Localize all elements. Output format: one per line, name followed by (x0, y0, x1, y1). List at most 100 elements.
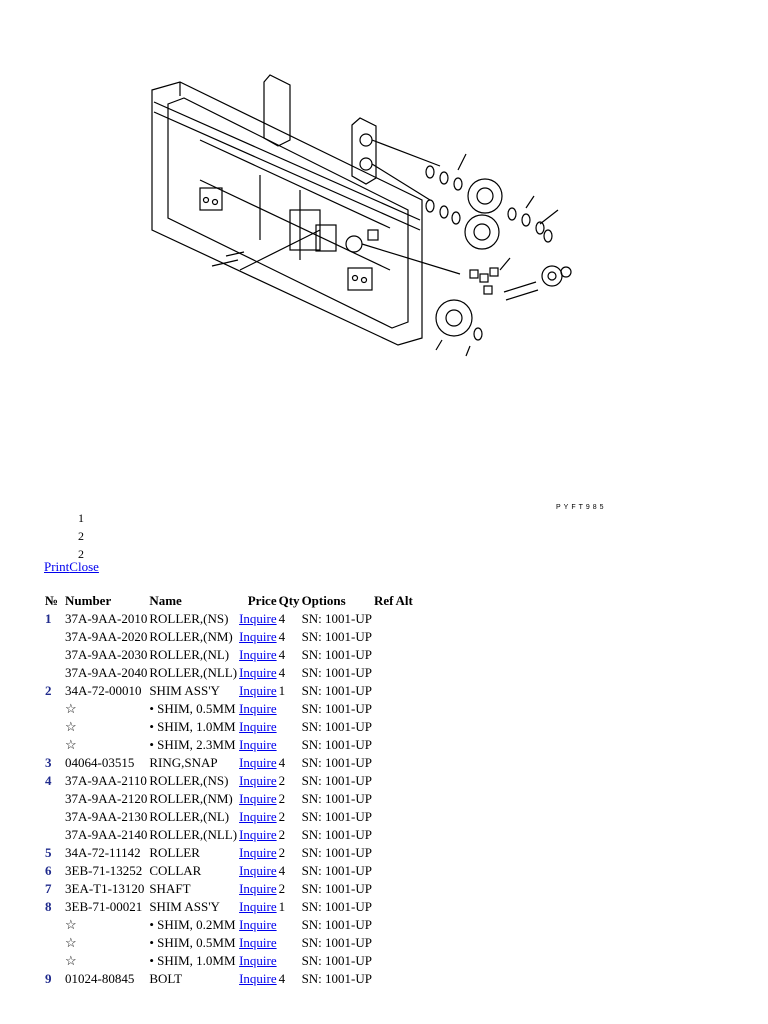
part-number: 37A-9AA-2120 (65, 791, 148, 806)
options: SN: 1001-UP (301, 701, 372, 716)
inquire-link[interactable]: Inquire (239, 773, 277, 788)
print-link[interactable]: Print (44, 559, 70, 574)
alt (395, 916, 414, 934)
item-number (44, 790, 64, 808)
part-number: 37A-9AA-2010 (65, 611, 148, 626)
options: SN: 1001-UP (301, 881, 372, 896)
item-number (44, 664, 64, 682)
item-number: 9 (45, 971, 52, 986)
ref (373, 754, 395, 772)
inquire-link[interactable]: Inquire (239, 881, 277, 896)
quantity (278, 700, 301, 718)
inquire-link[interactable]: Inquire (239, 665, 277, 680)
part-name: BOLT (149, 971, 183, 986)
inquire-link[interactable]: Inquire (239, 629, 277, 644)
options: SN: 1001-UP (301, 755, 372, 770)
part-name: • SHIM, 2.3MM (149, 737, 236, 752)
quantity: 4 (278, 611, 286, 626)
alt (395, 898, 414, 916)
quantity (278, 916, 301, 934)
inquire-link[interactable]: Inquire (239, 809, 277, 824)
inquire-link[interactable]: Inquire (239, 701, 277, 716)
callout-list: 1 2 2 (78, 510, 84, 564)
part-name: ROLLER,(NS) (149, 611, 229, 626)
inquire-link[interactable]: Inquire (239, 737, 277, 752)
part-name: ROLLER,(NM) (149, 791, 233, 806)
action-links: PrintClose (44, 559, 99, 575)
alt (395, 844, 414, 862)
options: SN: 1001-UP (301, 683, 372, 698)
quantity: 4 (278, 863, 286, 878)
ref (373, 808, 395, 826)
part-number: 37A-9AA-2140 (65, 827, 148, 842)
item-number: 6 (45, 863, 52, 878)
part-number: 01024-80845 (65, 971, 135, 986)
options: SN: 1001-UP (301, 917, 372, 932)
item-number (44, 628, 64, 646)
part-number: 37A-9AA-2130 (65, 809, 148, 824)
inquire-link[interactable]: Inquire (239, 827, 277, 842)
inquire-link[interactable]: Inquire (239, 683, 277, 698)
item-number (44, 718, 64, 736)
options: SN: 1001-UP (301, 935, 372, 950)
inquire-link[interactable]: Inquire (239, 953, 277, 968)
inquire-link[interactable]: Inquire (239, 647, 277, 662)
alt (395, 862, 414, 880)
item-number (44, 646, 64, 664)
part-number: 34A-72-00010 (65, 683, 142, 698)
item-number: 2 (45, 683, 52, 698)
inquire-link[interactable]: Inquire (239, 755, 277, 770)
close-link[interactable]: Close (69, 559, 99, 574)
header-qty: Qty (278, 593, 300, 608)
options: SN: 1001-UP (301, 827, 372, 842)
callout-number: 1 (78, 511, 84, 525)
inquire-link[interactable]: Inquire (239, 611, 277, 626)
alt (395, 610, 414, 628)
part-number: ☆ (65, 935, 77, 950)
inquire-link[interactable]: Inquire (239, 845, 277, 860)
inquire-link[interactable]: Inquire (239, 719, 277, 734)
header-price: Price (247, 593, 277, 608)
table-header-row: № Number Name Price Qty Options Ref Alt (44, 592, 414, 610)
ref (373, 628, 395, 646)
inquire-link[interactable]: Inquire (239, 791, 277, 806)
part-number: 3EB-71-13252 (65, 863, 143, 878)
ref (373, 844, 395, 862)
drawing-code: PYFT985 (556, 504, 607, 511)
part-number: 37A-9AA-2020 (65, 629, 148, 644)
item-number: 4 (45, 773, 52, 788)
item-number: 1 (45, 611, 52, 626)
inquire-link[interactable]: Inquire (239, 917, 277, 932)
part-name: ROLLER,(NLL) (149, 665, 238, 680)
inquire-link[interactable]: Inquire (239, 899, 277, 914)
ref (373, 646, 395, 664)
alt (395, 826, 414, 844)
inquire-link[interactable]: Inquire (239, 971, 277, 986)
quantity: 4 (278, 755, 286, 770)
part-name: • SHIM, 1.0MM (149, 719, 236, 734)
item-number: 8 (45, 899, 52, 914)
quantity: 4 (278, 647, 286, 662)
inquire-link[interactable]: Inquire (239, 863, 277, 878)
alt (395, 808, 414, 826)
header-no: № (45, 593, 59, 608)
options: SN: 1001-UP (301, 971, 372, 986)
part-number: 37A-9AA-2030 (65, 647, 148, 662)
alt (395, 880, 414, 898)
ref (373, 610, 395, 628)
part-name: SHIM ASS'Y (149, 683, 220, 698)
alt (395, 700, 414, 718)
exploded-parts-diagram (151, 74, 572, 357)
inquire-link[interactable]: Inquire (239, 935, 277, 950)
part-name: • SHIM, 0.5MM (149, 701, 236, 716)
